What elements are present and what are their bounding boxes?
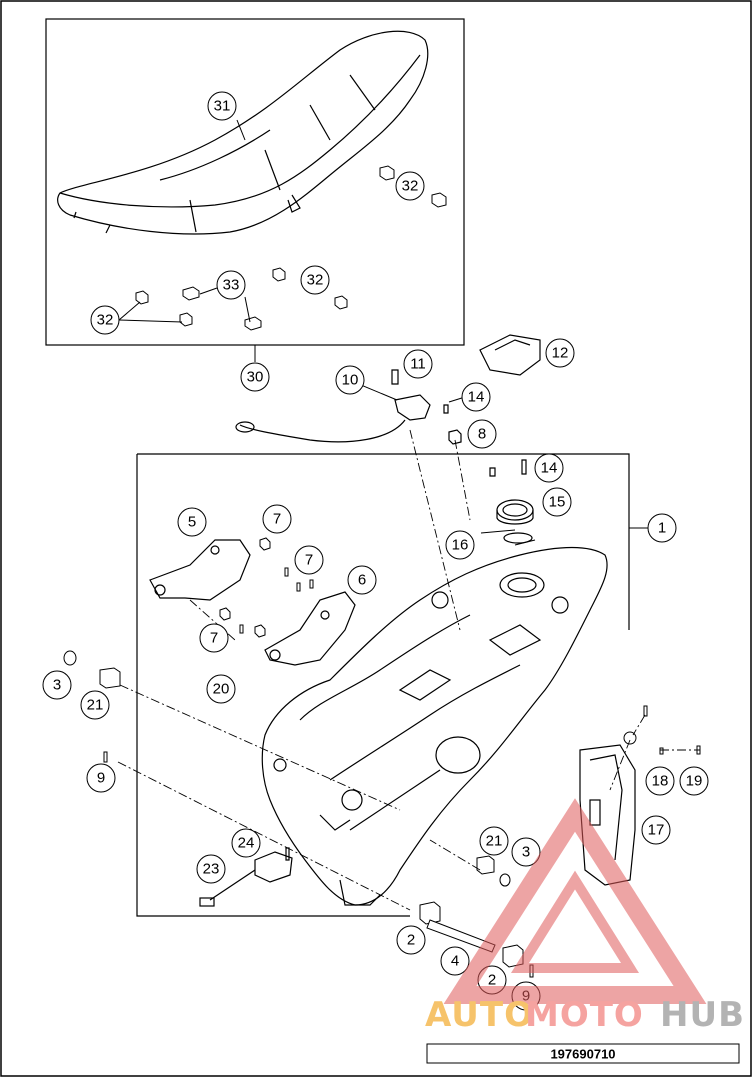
callout-20: 20 — [206, 674, 236, 704]
callout-14: 14 — [461, 382, 491, 412]
svg-text:8: 8 — [478, 426, 486, 443]
callout-12: 12 — [545, 338, 575, 368]
assembly-lines — [117, 429, 700, 911]
callout-11: 11 — [403, 349, 433, 379]
watermark — [443, 798, 707, 1004]
callout-31: 31 — [207, 91, 237, 121]
watermark-triangle — [443, 798, 707, 1004]
svg-text:19: 19 — [686, 773, 703, 790]
svg-text:3: 3 — [53, 677, 61, 694]
watermark-text: AUTO MOTO HUB — [425, 995, 745, 1035]
callout-18: 18 — [645, 766, 675, 796]
svg-text:2: 2 — [488, 972, 496, 989]
document-number-box — [426, 1043, 740, 1064]
leader-lines — [118, 119, 536, 546]
callout-33: 33 — [216, 270, 246, 300]
watermark-part-3: HUB — [660, 995, 745, 1035]
callout-3: 3 — [511, 837, 541, 867]
callout-6: 6 — [347, 565, 377, 595]
callout-17: 17 — [641, 815, 671, 845]
callout-19: 19 — [679, 766, 709, 796]
bracket-cable — [235, 369, 527, 477]
callouts: 31 32 32 32 33 30 12 11 10 14 8 14 15 16… — [42, 91, 709, 1011]
svg-text:23: 23 — [203, 861, 220, 878]
svg-text:33: 33 — [223, 277, 240, 294]
cover-part — [479, 334, 541, 376]
svg-text:7: 7 — [305, 552, 313, 569]
fuel-tank-drawing — [261, 546, 608, 906]
svg-text:16: 16 — [452, 537, 469, 554]
filler-parts — [496, 499, 534, 544]
svg-text:9: 9 — [97, 770, 105, 787]
document-number: 197690710 — [550, 1047, 615, 1062]
svg-text:20: 20 — [213, 681, 230, 698]
callout-21: 21 — [479, 826, 509, 856]
callout-7: 7 — [294, 545, 324, 575]
svg-text:17: 17 — [648, 822, 665, 839]
svg-text:10: 10 — [342, 372, 359, 389]
svg-text:24: 24 — [238, 835, 255, 852]
callout-15: 15 — [542, 487, 572, 517]
callout-30: 30 — [240, 362, 270, 392]
svg-text:1: 1 — [658, 520, 666, 537]
callout-10: 10 — [335, 365, 365, 395]
svg-text:7: 7 — [273, 511, 281, 528]
sensor-part — [199, 847, 293, 907]
callout-24: 24 — [231, 828, 261, 858]
callout-16: 16 — [445, 530, 475, 560]
seat-drawing — [57, 30, 429, 235]
callout-21: 21 — [80, 690, 110, 720]
hardware — [63, 537, 701, 978]
svg-text:15: 15 — [549, 494, 566, 511]
callout-5: 5 — [177, 507, 207, 537]
svg-text:14: 14 — [468, 389, 485, 406]
callout-32: 32 — [395, 171, 425, 201]
callout-14: 14 — [534, 453, 564, 483]
svg-text:11: 11 — [410, 356, 426, 373]
svg-text:3: 3 — [522, 844, 530, 861]
callout-4: 4 — [440, 946, 470, 976]
svg-text:31: 31 — [214, 98, 231, 115]
seat-fixtures — [135, 165, 447, 331]
svg-text:21: 21 — [486, 833, 503, 850]
callout-7: 7 — [262, 504, 292, 534]
callout-7: 7 — [199, 623, 229, 653]
svg-text:21: 21 — [87, 697, 104, 714]
svg-text:12: 12 — [552, 345, 569, 362]
svg-text:30: 30 — [247, 369, 264, 386]
svg-text:18: 18 — [652, 773, 669, 790]
callout-32: 32 — [300, 265, 330, 295]
callout-9: 9 — [86, 763, 116, 793]
watermark-part-1: AUTO — [425, 995, 534, 1035]
svg-text:32: 32 — [402, 178, 419, 195]
svg-text:32: 32 — [97, 312, 114, 329]
callout-1: 1 — [647, 513, 677, 543]
callout-32: 32 — [90, 305, 120, 335]
svg-text:6: 6 — [358, 572, 366, 589]
callout-23: 23 — [196, 854, 226, 884]
svg-text:4: 4 — [451, 953, 459, 970]
watermark-part-2: MOTO — [525, 995, 644, 1035]
svg-text:32: 32 — [307, 272, 324, 289]
svg-text:2: 2 — [407, 932, 415, 949]
callout-3: 3 — [42, 670, 72, 700]
side-brackets — [149, 539, 356, 666]
svg-text:7: 7 — [210, 630, 218, 647]
callout-8: 8 — [467, 419, 497, 449]
svg-text:14: 14 — [541, 460, 558, 477]
callout-2: 2 — [396, 925, 426, 955]
svg-text:5: 5 — [188, 514, 196, 531]
